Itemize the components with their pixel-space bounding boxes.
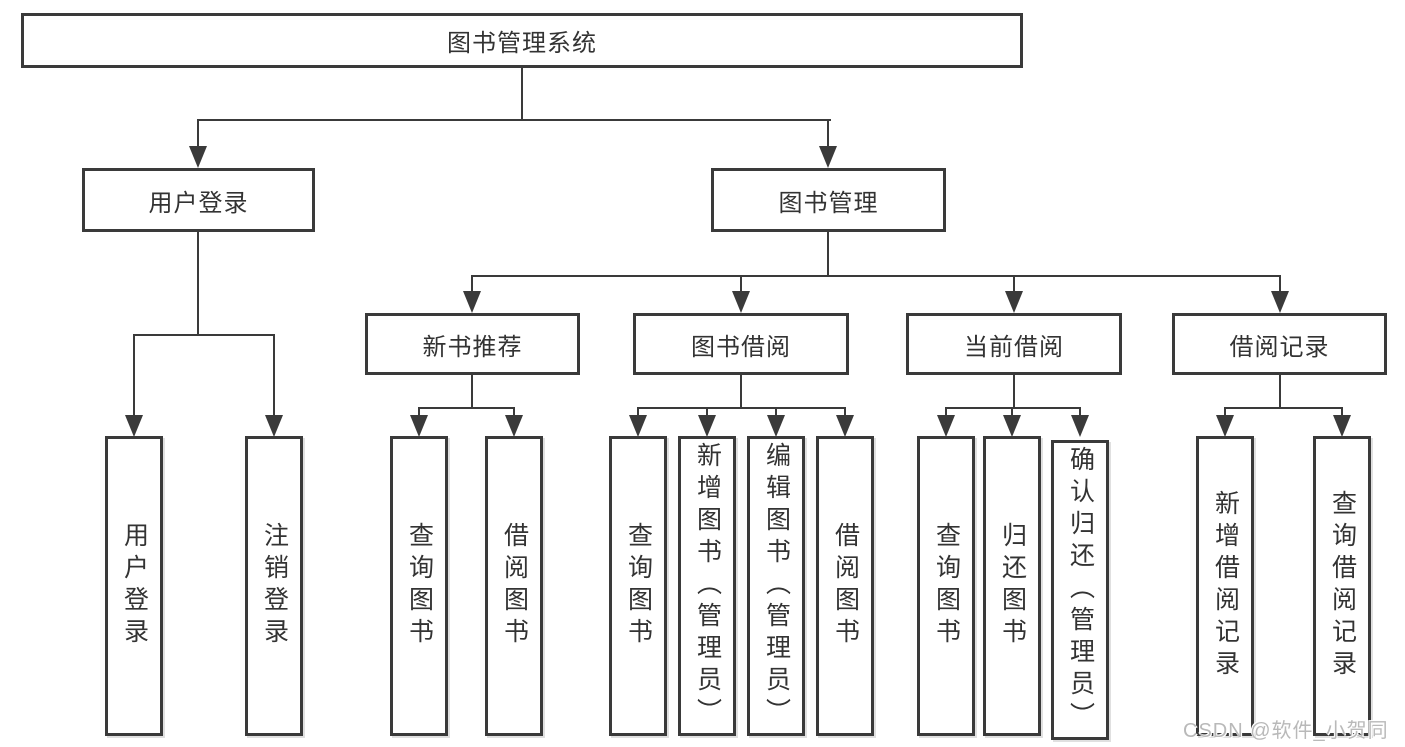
leaf-confirm-return-admin: 确认归还（管理员） xyxy=(1051,440,1109,740)
arrowhead-down-icon xyxy=(732,291,750,313)
leaf-borrow-books-borrowing: 借阅图书 xyxy=(816,436,874,736)
arrowhead-down-icon xyxy=(505,415,523,437)
connector-newbook-drop-2 xyxy=(513,407,515,419)
connector-current-bar xyxy=(945,407,1081,409)
arrowhead-down-icon xyxy=(836,415,854,437)
arrowhead-down-icon xyxy=(265,415,283,437)
connector-records-stem xyxy=(1279,375,1281,409)
node-label: 用户登录 xyxy=(148,189,249,217)
arrowhead-down-icon xyxy=(767,415,785,437)
node-label: 查询借阅记录 xyxy=(1328,490,1357,682)
connector-records-drop-1 xyxy=(1224,407,1226,419)
leaf-edit-book-admin: 编辑图书（管理员） xyxy=(747,436,805,736)
node-borrowing-records: 借阅记录 xyxy=(1172,313,1387,375)
node-label: 编辑图书（管理员） xyxy=(762,442,791,730)
connector-current-drop-1 xyxy=(945,407,947,419)
connector-borrow-bar xyxy=(637,407,846,409)
connector-login-stem xyxy=(197,232,199,336)
connector-login-drop-1 xyxy=(133,334,135,419)
arrowhead-down-icon xyxy=(1271,291,1289,313)
node-label: 借阅记录 xyxy=(1229,333,1330,361)
connector-root-drop-login xyxy=(197,119,199,150)
leaf-borrow-books-recommend: 借阅图书 xyxy=(485,436,543,736)
connector-borrow-drop-2 xyxy=(706,407,708,419)
arrowhead-down-icon xyxy=(410,415,428,437)
connector-mgmt-drop-3 xyxy=(1013,275,1015,295)
connector-borrow-stem xyxy=(740,375,742,409)
node-label: 当前借阅 xyxy=(964,333,1064,361)
connector-borrow-drop-1 xyxy=(637,407,639,419)
node-user-login: 用户登录 xyxy=(82,168,315,232)
arrowhead-down-icon xyxy=(125,415,143,437)
arrowhead-down-icon xyxy=(189,146,207,168)
node-label: 新增借阅记录 xyxy=(1211,490,1240,682)
arrowhead-down-icon xyxy=(1071,415,1089,437)
leaf-logout: 注销登录 xyxy=(245,436,303,736)
connector-root-drop-mgmt xyxy=(827,119,829,150)
connector-newbook-bar xyxy=(418,407,515,409)
leaf-query-books-borrowing: 查询图书 xyxy=(609,436,667,736)
connector-root-bar xyxy=(197,119,831,121)
connector-borrow-drop-4 xyxy=(844,407,846,419)
connector-mgmt-drop-1 xyxy=(471,275,473,295)
connector-login-bar xyxy=(133,334,275,336)
connector-current-drop-3 xyxy=(1079,407,1081,419)
connector-mgmt-bar xyxy=(471,275,1281,277)
node-label: 图书管理 xyxy=(778,189,879,217)
node-library-system: 图书管理系统 xyxy=(21,13,1023,68)
node-label: 图书管理系统 xyxy=(447,30,597,57)
connector-current-drop-2 xyxy=(1011,407,1013,419)
arrowhead-down-icon xyxy=(463,291,481,313)
arrowhead-down-icon xyxy=(629,415,647,437)
connector-borrow-drop-3 xyxy=(775,407,777,419)
connector-login-drop-2 xyxy=(273,334,275,419)
node-label: 图书借阅 xyxy=(691,333,791,361)
node-label: 借阅图书 xyxy=(500,522,529,650)
connector-newbook-stem xyxy=(471,375,473,409)
node-label: 注销登录 xyxy=(260,522,289,650)
arrowhead-down-icon xyxy=(1003,415,1021,437)
arrowhead-down-icon xyxy=(1216,415,1234,437)
connector-newbook-drop-1 xyxy=(418,407,420,419)
leaf-add-book-admin: 新增图书（管理员） xyxy=(678,436,736,736)
node-label: 借阅图书 xyxy=(831,522,860,650)
node-label: 查询图书 xyxy=(405,522,434,650)
node-new-book-recommendation: 新书推荐 xyxy=(365,313,580,375)
leaf-query-books-recommend: 查询图书 xyxy=(390,436,448,736)
node-book-management: 图书管理 xyxy=(711,168,946,232)
arrowhead-down-icon xyxy=(819,146,837,168)
arrowhead-down-icon xyxy=(1005,291,1023,313)
connector-records-bar xyxy=(1224,407,1343,409)
arrowhead-down-icon xyxy=(1333,415,1351,437)
node-book-borrowing: 图书借阅 xyxy=(633,313,849,375)
leaf-add-borrowing-record: 新增借阅记录 xyxy=(1196,436,1254,736)
node-label: 新书推荐 xyxy=(422,333,523,361)
arrowhead-down-icon xyxy=(937,415,955,437)
connector-records-drop-2 xyxy=(1341,407,1343,419)
connector-mgmt-stem xyxy=(827,232,829,277)
node-label: 查询图书 xyxy=(624,522,653,650)
leaf-query-borrowing-record: 查询借阅记录 xyxy=(1313,436,1371,736)
node-label: 归还图书 xyxy=(998,522,1027,650)
node-label: 新增图书（管理员） xyxy=(693,442,722,730)
leaf-return-books: 归还图书 xyxy=(983,436,1041,736)
node-label: 确认归还（管理员） xyxy=(1066,446,1095,734)
node-label: 用户登录 xyxy=(120,522,149,650)
connector-mgmt-drop-2 xyxy=(740,275,742,295)
connector-root-stem xyxy=(521,68,523,120)
node-label: 查询图书 xyxy=(932,522,961,650)
csdn-watermark: CSDN @软件_小贺同学 xyxy=(1183,720,1389,742)
connector-mgmt-drop-4 xyxy=(1279,275,1281,295)
leaf-query-books-current: 查询图书 xyxy=(917,436,975,736)
leaf-user-login: 用户登录 xyxy=(105,436,163,736)
node-current-borrowing: 当前借阅 xyxy=(906,313,1122,375)
arrowhead-down-icon xyxy=(698,415,716,437)
connector-current-stem xyxy=(1013,375,1015,409)
